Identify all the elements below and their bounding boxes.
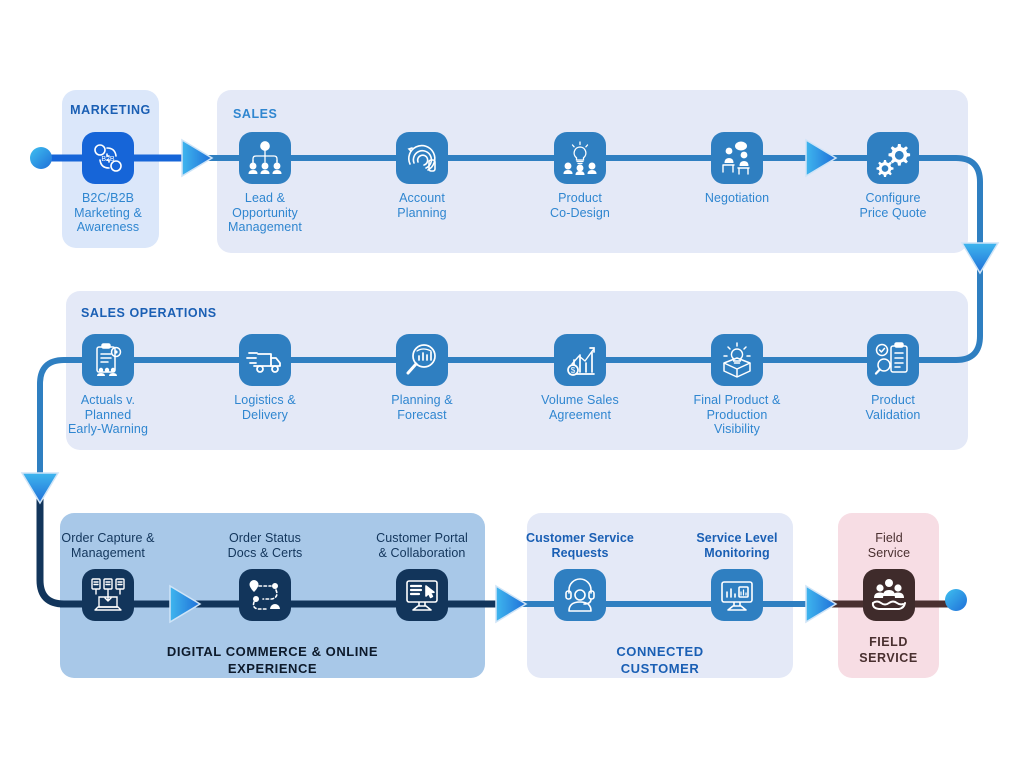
bar-chart-dollar-icon: $ <box>554 334 606 386</box>
b2b-exchange-icon: B2B <box>82 132 134 184</box>
route-tracking-icon <box>239 569 291 621</box>
node-label: Field Service <box>867 531 911 560</box>
node-actuals-vs-planned[interactable]: Actuals v. Planned Early-Warning <box>38 334 178 437</box>
node-product-validation[interactable]: Product Validation <box>823 334 963 422</box>
node-label: Product Co-Design <box>550 191 610 220</box>
account-target-icon <box>396 132 448 184</box>
node-lead-opportunity-management[interactable]: Lead & Opportunity Management <box>195 132 335 235</box>
node-negotiation[interactable]: Negotiation <box>667 132 807 206</box>
node-configure-price-quote[interactable]: Configure Price Quote <box>823 132 963 220</box>
node-label: Actuals v. Planned Early-Warning <box>67 393 149 436</box>
node-label: Volume Sales Agreement <box>541 393 619 422</box>
node-label: Account Planning <box>397 191 447 220</box>
lead-network-icon <box>239 132 291 184</box>
headset-agent-icon <box>554 569 606 621</box>
lightbulb-team-icon <box>554 132 606 184</box>
node-label: Product Validation <box>865 393 921 422</box>
node-final-product-production-visibility[interactable]: Final Product & Production Visibility <box>667 334 807 437</box>
node-label: Planning & Forecast <box>391 393 453 422</box>
node-label: Configure Price Quote <box>859 191 927 220</box>
panel-title-sales-operations: SALES OPERATIONS <box>81 306 217 320</box>
node-product-co-design[interactable]: Product Co-Design <box>510 132 650 220</box>
node-label: Final Product & Production Visibility <box>693 393 781 436</box>
node-customer-service-requests[interactable]: Customer Service Requests <box>510 531 650 621</box>
order-capture-laptop-icon <box>82 569 134 621</box>
node-customer-portal-collaboration[interactable]: Customer Portal & Collaboration <box>352 531 492 621</box>
node-volume-sales-agreement[interactable]: $ Volume Sales Agreement <box>510 334 650 422</box>
clipboard-gear-icon <box>82 334 134 386</box>
checklist-magnifier-icon <box>867 334 919 386</box>
node-field-service[interactable]: Field Service <box>819 531 959 621</box>
svg-text:$: $ <box>571 366 576 375</box>
node-label: Order Status Docs & Certs <box>227 531 303 560</box>
panel-title-field-service: FIELD SERVICE <box>859 635 918 665</box>
node-order-capture-management[interactable]: Order Capture & Management <box>38 531 178 621</box>
node-label: Negotiation <box>704 191 770 205</box>
node-order-status-docs-certs[interactable]: Order Status Docs & Certs <box>195 531 335 621</box>
node-planning-forecast[interactable]: Planning & Forecast <box>352 334 492 422</box>
node-b2c-b2b-marketing[interactable]: B2B B2C/B2B Marketing & Awareness <box>38 132 178 235</box>
node-label: Logistics & Delivery <box>234 393 296 422</box>
node-account-planning[interactable]: Account Planning <box>352 132 492 220</box>
field-team-icon <box>863 569 915 621</box>
panel-sales-operations <box>66 291 968 450</box>
panel-title-digital-commerce: DIGITAL COMMERCE & ONLINE EXPERIENCE <box>166 644 379 676</box>
negotiation-table-icon <box>711 132 763 184</box>
gears-icon <box>867 132 919 184</box>
panel-title-sales: SALES <box>233 107 278 121</box>
node-label: Service Level Monitoring <box>696 531 778 560</box>
monitor-cursor-icon <box>396 569 448 621</box>
node-label: Order Capture & Management <box>61 531 155 560</box>
delivery-truck-icon <box>239 334 291 386</box>
panel-title-connected-customer: CONNECTED CUSTOMER <box>616 644 704 676</box>
node-label: Customer Portal & Collaboration <box>376 531 468 560</box>
box-bulb-icon <box>711 334 763 386</box>
node-label: B2C/B2B Marketing & Awareness <box>74 191 142 234</box>
panel-title-marketing: MARKETING <box>70 103 151 117</box>
arrow-down-left <box>20 472 60 505</box>
node-label: Lead & Opportunity Management <box>228 191 302 234</box>
node-logistics-delivery[interactable]: Logistics & Delivery <box>195 334 335 422</box>
magnifier-chart-icon <box>396 334 448 386</box>
svg-text:B2B: B2B <box>101 156 115 163</box>
monitor-analytics-icon <box>711 569 763 621</box>
arrow-down-right <box>960 242 1000 275</box>
node-label: Customer Service Requests <box>526 531 634 560</box>
node-service-level-monitoring[interactable]: Service Level Monitoring <box>667 531 807 621</box>
